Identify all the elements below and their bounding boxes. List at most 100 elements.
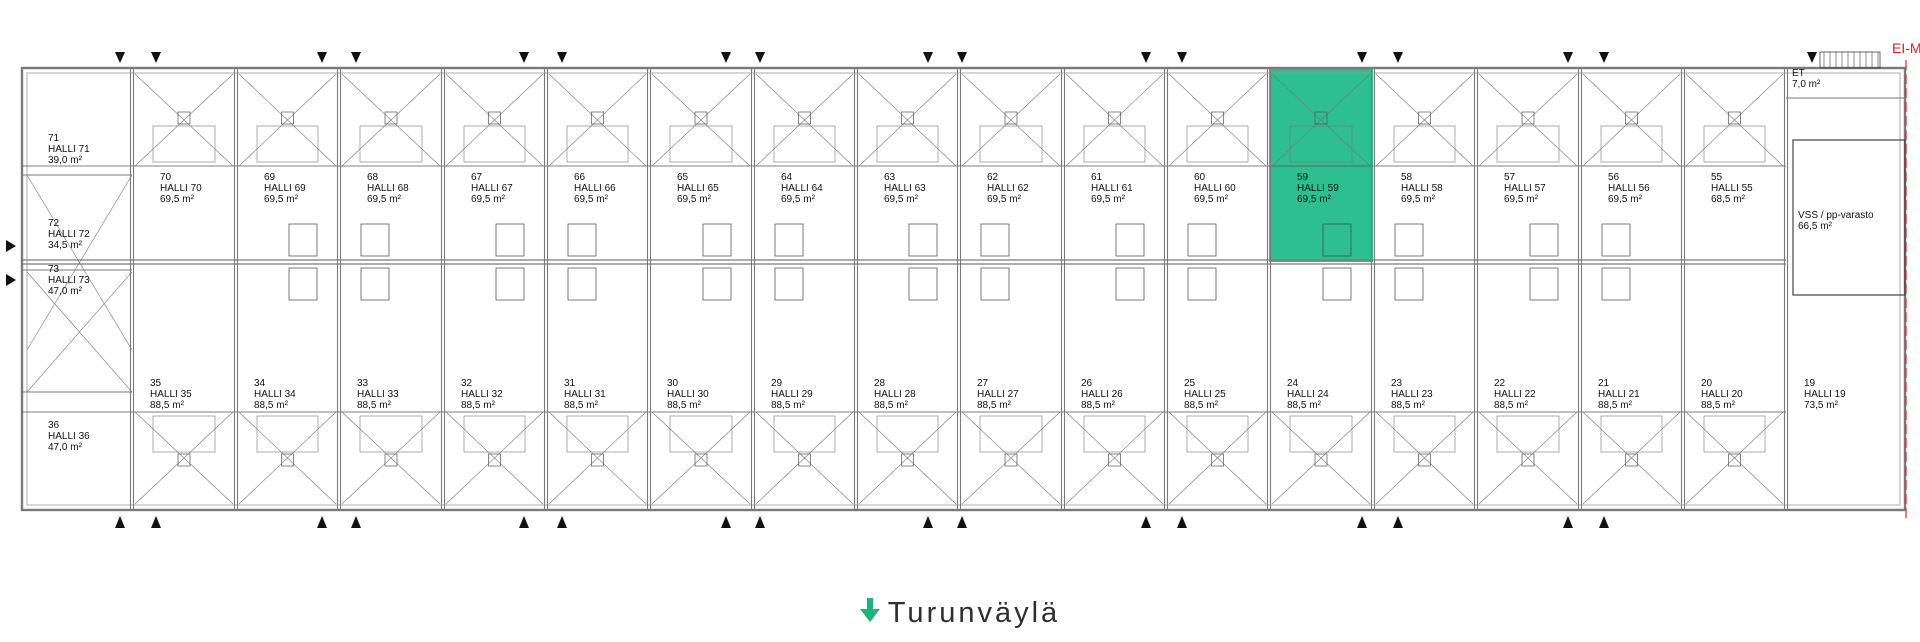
skylight — [281, 111, 294, 125]
unit-area: 69,5 m² — [1194, 194, 1229, 205]
wc-fixture — [702, 267, 732, 301]
canopy-diagonal — [1271, 411, 1371, 505]
door-frame — [152, 415, 216, 453]
canopy-diagonal — [1168, 73, 1267, 167]
unit-area: 69,5 m² — [367, 194, 402, 205]
road-name: Turunväylä — [887, 596, 1061, 629]
skylight — [177, 453, 191, 467]
unit-name: HALLI 20 — [1701, 389, 1743, 400]
skylight — [1521, 453, 1535, 467]
unit-number: 63 — [884, 172, 896, 183]
canopy-diagonal — [1168, 411, 1267, 505]
wc-fixture — [567, 223, 597, 257]
unit-number: 71 — [48, 133, 60, 144]
wc-fixture — [908, 267, 938, 301]
fire-zone-tag: EI-M — [1892, 40, 1920, 56]
unit-number: 70 — [160, 172, 172, 183]
unit-area: 88,5 m² — [771, 400, 806, 411]
inner-wall — [26, 72, 1901, 506]
canopy-diagonal — [1685, 73, 1784, 167]
entrance-arrow-top — [1807, 52, 1817, 63]
entrance-arrow-bottom — [351, 516, 361, 528]
door-frame — [566, 125, 629, 163]
unit-number: 25 — [1184, 378, 1196, 389]
unit-name: HALLI 27 — [977, 389, 1019, 400]
door-frame — [1083, 415, 1146, 453]
unit-area: 88,5 m² — [977, 400, 1012, 411]
canopy-diagonal — [1582, 73, 1681, 167]
unit-name: HALLI 66 — [574, 183, 616, 194]
unit-area: 69,5 m² — [1608, 194, 1643, 205]
unit-area: 88,5 m² — [254, 400, 289, 411]
unit-name: HALLI 73 — [48, 275, 90, 286]
wc-fixture — [1322, 267, 1352, 301]
skylight — [694, 453, 708, 467]
unit-name: HALLI 23 — [1391, 389, 1433, 400]
canopy-diagonal — [755, 411, 854, 505]
door-frame — [463, 415, 526, 453]
wc-fixture — [908, 223, 938, 257]
wc-fixture — [288, 267, 318, 301]
entrance-arrow-top — [755, 52, 765, 63]
unit-area: 88,5 m² — [357, 400, 392, 411]
canopy-diagonal — [1685, 411, 1784, 505]
unit-number: 28 — [874, 378, 886, 389]
unit-number: 27 — [977, 378, 989, 389]
unit-name: HALLI 19 — [1804, 389, 1846, 400]
entrance-arrow-left — [6, 240, 16, 252]
unit-area: 88,5 m² — [1598, 400, 1633, 411]
unit-area: 88,5 m² — [150, 400, 185, 411]
wc-fixture — [1601, 223, 1631, 257]
unit-name: HALLI 28 — [874, 389, 916, 400]
entrance-arrow-top — [519, 52, 529, 63]
unit-area: 88,5 m² — [667, 400, 702, 411]
skylight — [177, 111, 191, 125]
door-frame — [773, 125, 836, 163]
plan-linework — [20, 51, 1907, 512]
unit-area: 88,5 m² — [1494, 400, 1529, 411]
unit-number: 30 — [667, 378, 679, 389]
skylight — [488, 453, 501, 467]
entrance-arrow-bottom — [755, 516, 765, 528]
entrance-arrow-top — [1177, 52, 1187, 63]
wc-fixture — [495, 223, 525, 257]
room-area: 66,5 m² — [1798, 221, 1833, 232]
door-frame — [876, 125, 939, 163]
unit-name: HALLI 22 — [1494, 389, 1536, 400]
unit-name: HALLI 69 — [264, 183, 306, 194]
unit-name: HALLI 35 — [150, 389, 192, 400]
entrance-arrow-top — [1141, 52, 1151, 63]
wc-fixture — [360, 223, 390, 257]
skylight — [1211, 453, 1224, 467]
door-frame — [669, 415, 733, 453]
unit-highlight — [1269, 68, 1373, 262]
wc-fixture — [1115, 223, 1145, 257]
unit-area: 69,5 m² — [574, 194, 609, 205]
unit-number: 64 — [781, 172, 793, 183]
door-frame — [463, 125, 526, 163]
wc-fixture — [980, 267, 1010, 301]
unit-area: 88,5 m² — [874, 400, 909, 411]
unit-name: HALLI 71 — [48, 144, 90, 155]
unit-name: HALLI 59 — [1297, 183, 1339, 194]
unit-name: HALLI 33 — [357, 389, 399, 400]
wc-fixture — [1187, 223, 1217, 257]
canopy-diagonal — [341, 411, 441, 505]
entrance-arrow-left — [6, 274, 16, 286]
room-area: 7,0 m² — [1792, 79, 1821, 90]
unit-name: HALLI 57 — [1504, 183, 1546, 194]
skylight — [1728, 453, 1741, 467]
door-frame — [359, 415, 423, 453]
unit-number: 34 — [254, 378, 266, 389]
skylight — [798, 453, 811, 467]
skylight — [1521, 111, 1535, 125]
canopy-diagonal — [341, 73, 441, 167]
wc-fixture — [774, 223, 804, 257]
canopy-diagonal — [445, 73, 544, 167]
canopy-diagonal — [134, 411, 234, 505]
skylight — [384, 111, 398, 125]
entrance-arrow-bottom — [115, 516, 125, 528]
canopy-diagonal — [548, 411, 647, 505]
unit-name: HALLI 62 — [987, 183, 1029, 194]
door-frame — [1496, 415, 1560, 453]
